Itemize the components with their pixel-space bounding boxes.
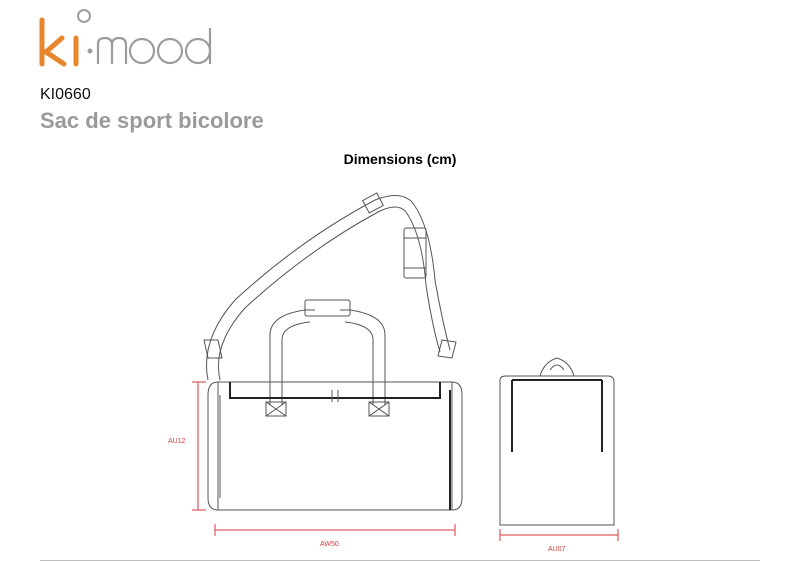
bag-end-view bbox=[499, 375, 615, 526]
product-reference: KI0660 bbox=[40, 86, 91, 103]
width-dimension-label: AW50 bbox=[320, 541, 339, 548]
shoulder-strap bbox=[206, 195, 451, 381]
bag-technical-drawing: AU12 AW50 AU07 bbox=[168, 192, 619, 553]
handle-left bbox=[269, 309, 315, 405]
depth-dimension-label: AU07 bbox=[548, 546, 566, 553]
shoulder-pad bbox=[403, 227, 427, 279]
product-name: Sac de sport bicolore bbox=[40, 108, 264, 133]
handle-right bbox=[340, 309, 386, 405]
dimensions-title: Dimensions (cm) bbox=[343, 151, 457, 167]
handle-grip bbox=[304, 299, 351, 317]
kimood-logo bbox=[39, 9, 212, 67]
footer-divider bbox=[40, 560, 760, 561]
bag-body bbox=[217, 381, 453, 511]
height-dimension-label: AU12 bbox=[168, 438, 186, 445]
